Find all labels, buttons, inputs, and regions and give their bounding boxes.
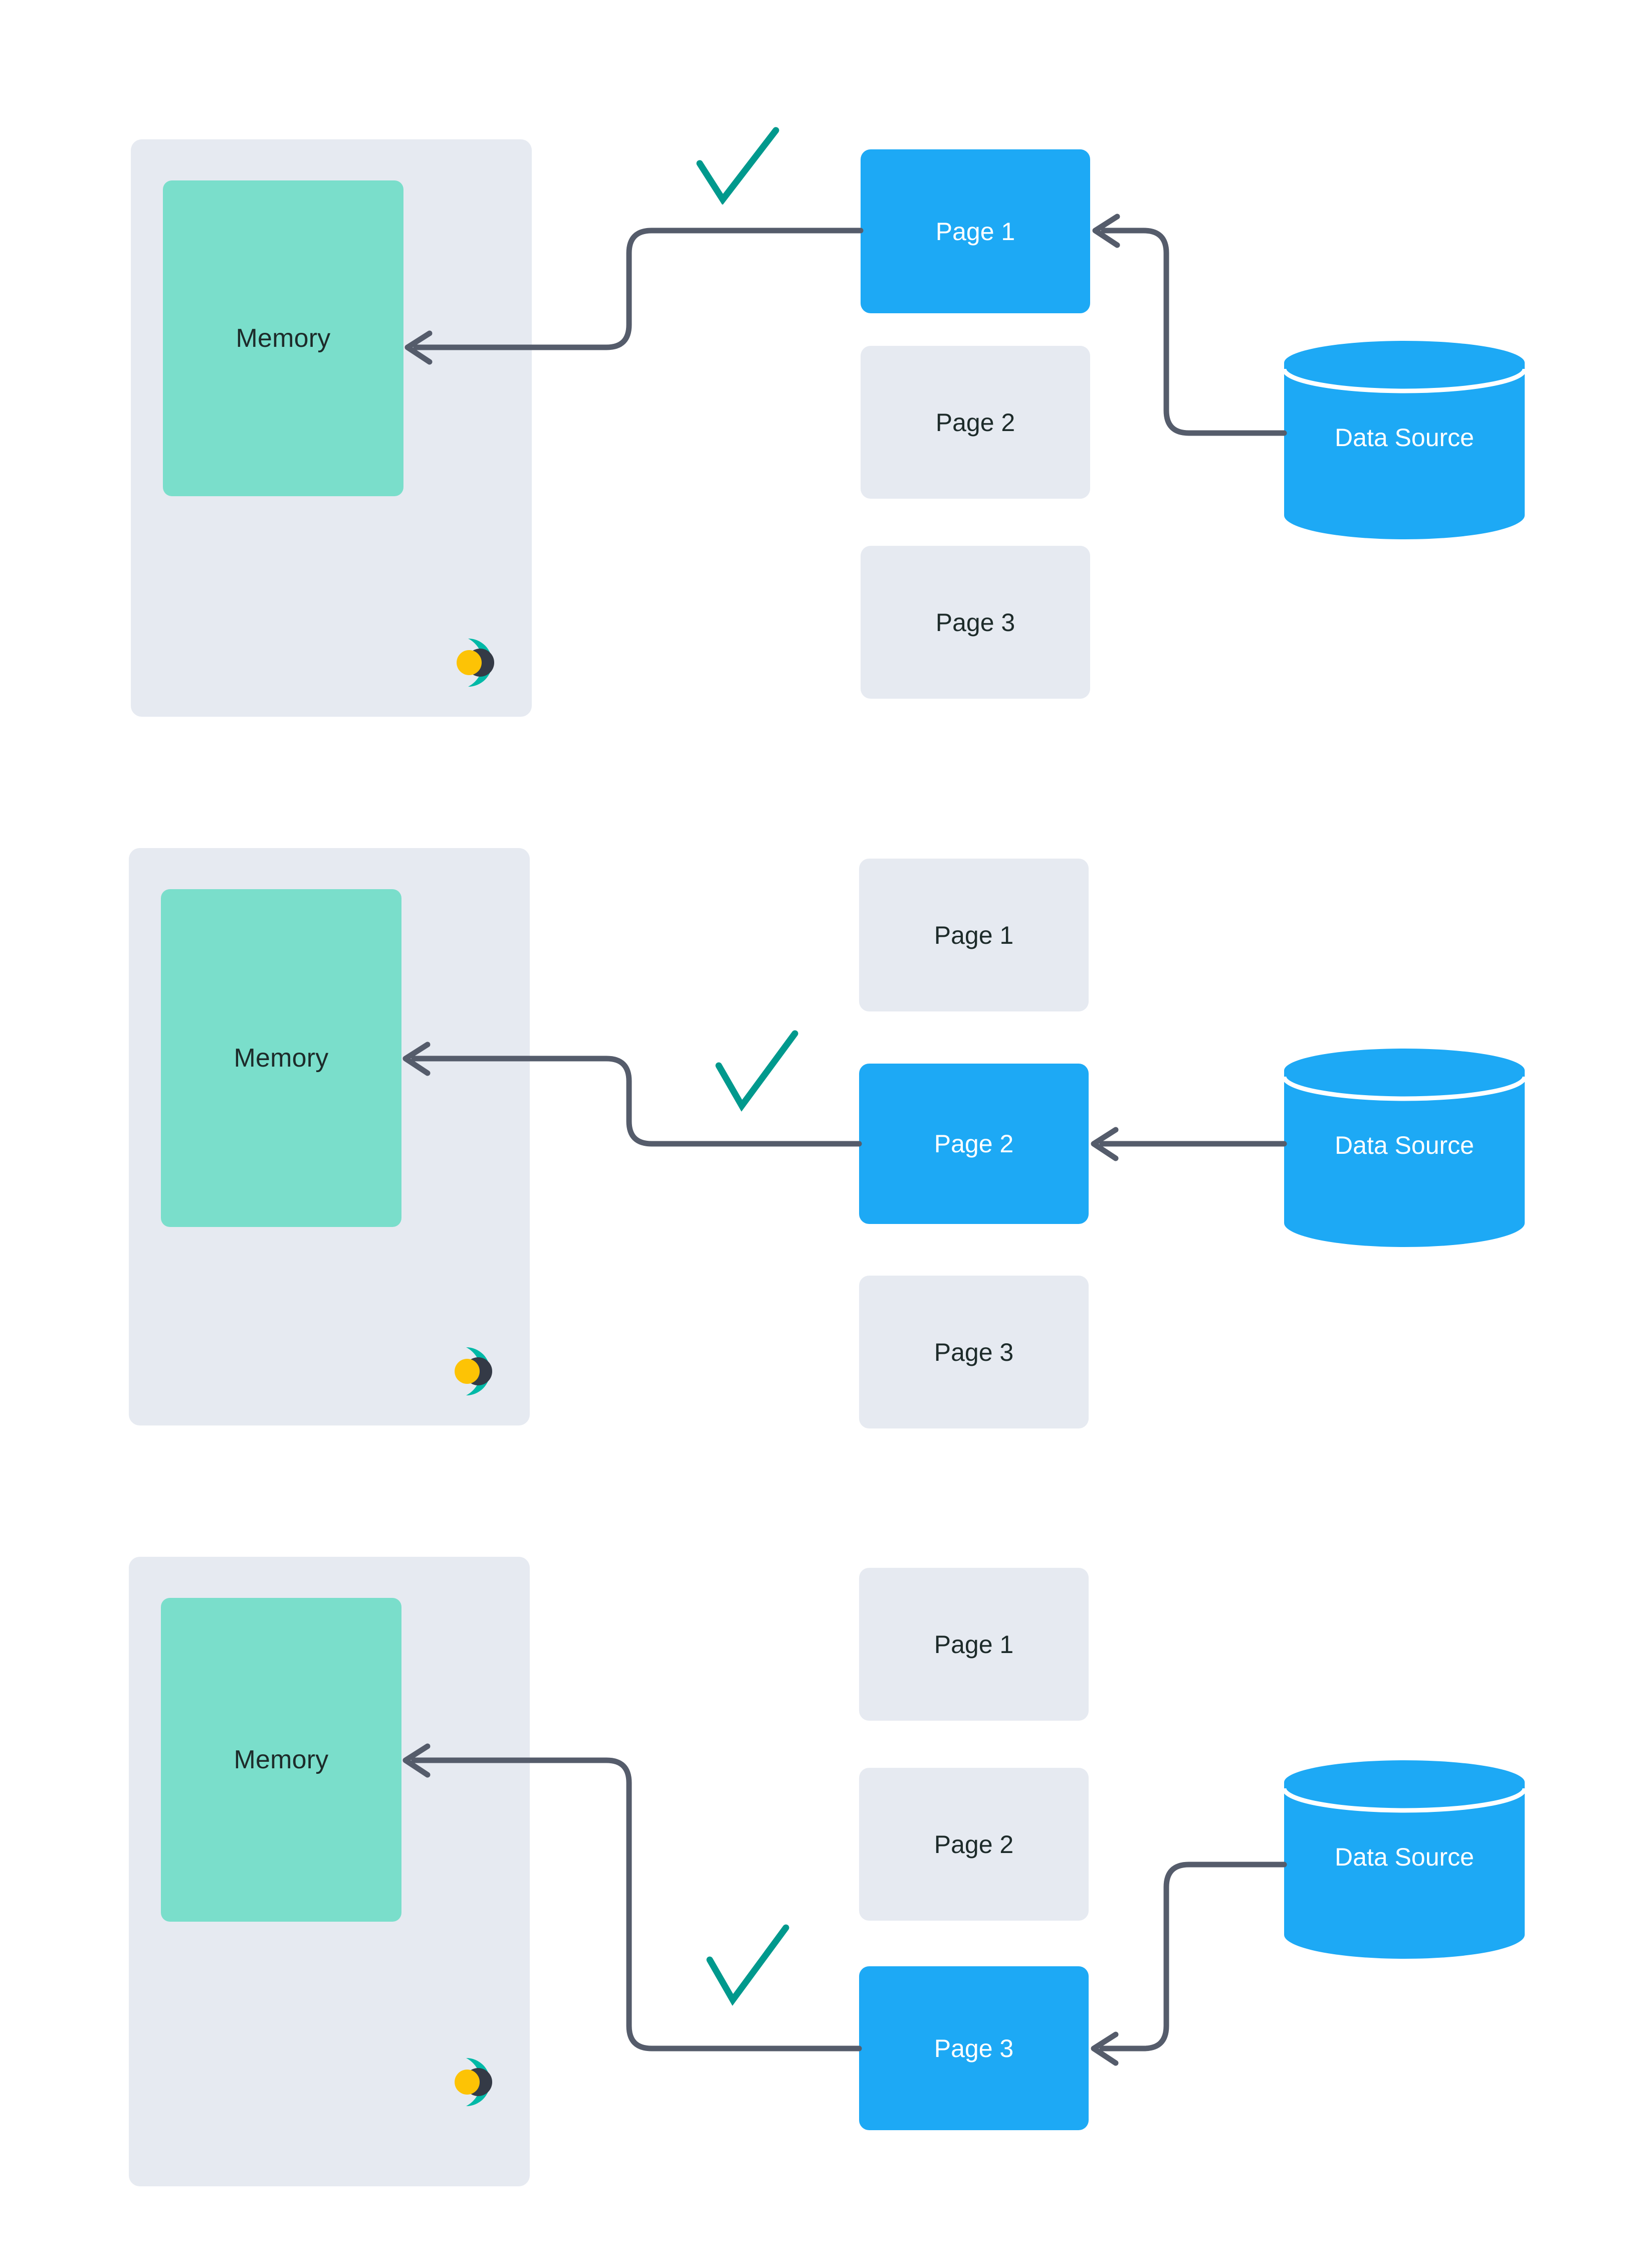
page-box-step3-page1[interactable]: Page 1 — [859, 1568, 1089, 1721]
data-source-step-3: Data Source — [1282, 1758, 1527, 1959]
database-cylinder-icon — [1282, 1760, 1527, 1959]
page-label: Page 3 — [934, 1338, 1014, 1366]
page-box-step2-page1[interactable]: Page 1 — [859, 859, 1089, 1011]
page-label: Page 3 — [935, 608, 1015, 637]
page-label: Page 3 — [934, 2034, 1014, 2063]
page-box-step3-page2[interactable]: Page 2 — [859, 1768, 1089, 1921]
eclipse-logo-icon — [455, 2058, 492, 2106]
page-box-step3-page3[interactable]: Page 3 — [859, 1966, 1089, 2130]
eclipse-logo-icon — [457, 639, 494, 687]
page-label: Page 2 — [934, 1830, 1014, 1859]
page-label: Page 2 — [934, 1130, 1014, 1158]
data-source-step-2: Data Source — [1282, 1047, 1527, 1247]
page-label: Page 1 — [934, 1630, 1014, 1659]
database-cylinder-icon — [1282, 1049, 1527, 1247]
page-label: Page 1 — [934, 921, 1014, 949]
memory-box-step-1: Memory — [163, 180, 403, 496]
page-box-step1-page1[interactable]: Page 1 — [861, 149, 1090, 313]
memory-label: Memory — [236, 324, 331, 353]
memory-box-step-3: Memory — [161, 1598, 401, 1922]
memory-label: Memory — [234, 1745, 329, 1774]
check-icon — [715, 1030, 798, 1112]
page-box-step1-page3[interactable]: Page 3 — [861, 546, 1090, 699]
check-icon — [696, 127, 779, 204]
data-source-step-1: Data Source — [1282, 339, 1527, 539]
database-cylinder-icon — [1282, 341, 1527, 539]
memory-box-step-2: Memory — [161, 889, 401, 1227]
page-label: Page 2 — [935, 408, 1015, 437]
page-box-step2-page2[interactable]: Page 2 — [859, 1064, 1089, 1224]
page-box-step2-page3[interactable]: Page 3 — [859, 1276, 1089, 1428]
eclipse-logo-icon — [455, 1347, 492, 1395]
page-box-step1-page2[interactable]: Page 2 — [861, 346, 1090, 499]
memory-label: Memory — [234, 1044, 329, 1073]
page-label: Page 1 — [935, 217, 1015, 246]
check-icon — [706, 1924, 789, 2006]
